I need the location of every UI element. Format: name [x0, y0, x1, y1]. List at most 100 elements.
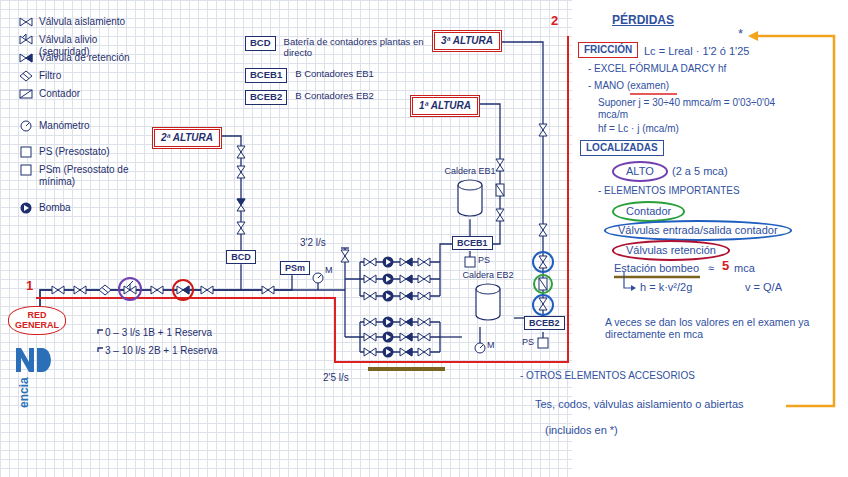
- pipe-connector: [514, 317, 524, 318]
- node-heading: PSm: [285, 263, 305, 273]
- highlight-circle: [534, 275, 552, 293]
- legend-symbol-shape: [20, 90, 32, 98]
- node-heading: Caldera EB2: [462, 270, 514, 280]
- node-heading: Válvulas retención: [626, 244, 716, 256]
- hook-arrowhead: [631, 285, 636, 291]
- pump-rule: 0 – 3 l/s 1B + 1 Reserva: [105, 327, 212, 339]
- note: (2 a 5 mca): [672, 165, 728, 178]
- pump-station-bar: [368, 367, 445, 371]
- unit: mca: [734, 262, 755, 275]
- value: 5: [722, 259, 729, 274]
- node-heading: BCD: [231, 252, 251, 262]
- hook-arrow: [624, 272, 634, 288]
- note-box: LOCALIZADAS: [580, 140, 664, 156]
- meter-bank-box: BCEB1: [452, 236, 493, 250]
- node-heading: Válvulas entrada/salida contador: [618, 224, 778, 236]
- node-heading: BCEB1: [457, 238, 488, 248]
- formula: v = Q/A: [745, 281, 782, 294]
- legend-symbol: [18, 52, 34, 64]
- legend-entry: Contador: [18, 88, 80, 100]
- network-cloud: RED GENERAL: [8, 306, 66, 335]
- pressure-switch-tag: PS: [522, 337, 534, 347]
- formula: hf = Lc · j (mca/m): [598, 123, 679, 135]
- note: Tes, codos, válvulas aislamiento o abier…: [535, 398, 744, 411]
- legend-symbol: [18, 202, 34, 214]
- pressure-switch-box: PSm: [280, 261, 310, 275]
- tank-body: [458, 180, 482, 216]
- section-heading: PÉRDIDAS: [612, 14, 674, 28]
- note: A veces se dan los valores en el examen …: [605, 316, 820, 340]
- tank-outline: [455, 177, 485, 219]
- tank-outline: [473, 281, 503, 323]
- legend-symbol-shape: [20, 18, 32, 26]
- abbreviation-entry: BCEB1B Contadores EB1: [245, 68, 435, 83]
- legend-text: PS (Presostato): [39, 146, 110, 158]
- logo-mark: [16, 348, 34, 372]
- formula: h = k·v²/2g: [640, 281, 692, 294]
- legend-entry: Filtro: [18, 70, 61, 82]
- legend-symbol-shape: [21, 121, 31, 131]
- note: ≈: [708, 262, 714, 275]
- legend-entry: PS (Presostato): [18, 146, 110, 158]
- legend-text: Bomba: [39, 202, 71, 214]
- abbreviation-entry: BCD Batería de contadores plantas en dire…: [245, 36, 424, 59]
- node-heading: 3ª ALTURA: [441, 35, 493, 46]
- node-heading: BCEB2: [529, 318, 560, 328]
- legend-symbol-shape: [20, 34, 32, 44]
- flow-rate: 3'2 l/s: [300, 237, 326, 249]
- pressure-switch-tag: PS: [478, 255, 490, 265]
- legend-entry: Válvula de retención: [18, 52, 130, 64]
- boiler-tank: Caldera EB1: [444, 166, 496, 219]
- legend-symbol: [18, 88, 34, 100]
- legend-text: Contador: [39, 88, 80, 100]
- pump-rule: 3 – 10 l/s 2B + 1 Reserva: [105, 345, 218, 357]
- node-description: B Contadores EB2: [295, 90, 435, 102]
- node-heading: Contador: [626, 205, 671, 217]
- note: - MANO (examen): [588, 80, 669, 92]
- legend-symbol-shape: [21, 203, 32, 214]
- reference-arrow: [756, 36, 834, 406]
- node-heading: BCEB2: [245, 90, 287, 105]
- legend-text: Válvula aislamiento: [39, 16, 125, 28]
- loss-path-line: [36, 36, 568, 362]
- node-description: Batería de contadores plantas en directo: [284, 36, 424, 59]
- legend-symbol: [18, 146, 34, 158]
- note: - ELEMENTOS IMPORTANTES: [598, 185, 740, 197]
- highlight-circle: [533, 295, 553, 315]
- formula: Lc = Lreal · 1'2 ó 1'25: [644, 45, 749, 58]
- legend-text: Manómetro: [39, 120, 90, 132]
- abbreviation-entry: BCEB2 B Contadores EB2: [245, 90, 435, 105]
- note: (incluidos en *): [545, 424, 618, 437]
- flow-rate: 2'5 l/s: [323, 372, 349, 384]
- legend-symbol: [18, 164, 34, 176]
- tank-body: [476, 284, 500, 320]
- highlight-circle: [533, 252, 553, 272]
- legend-text: PSm (Presostato de mínima): [39, 164, 149, 187]
- highlight-circle: [173, 280, 193, 300]
- legend-symbol: [18, 16, 34, 28]
- highlight-oval: ALTO: [612, 161, 668, 182]
- red-underline: [630, 93, 677, 95]
- legend-symbol: [18, 120, 34, 132]
- note: Estación bombeo: [614, 262, 699, 275]
- pipe-connector: [40, 264, 241, 306]
- pipe-connector: [469, 219, 470, 236]
- highlight-oval: Válvulas retención: [612, 240, 730, 261]
- node-heading: 2ª ALTURA: [161, 132, 213, 143]
- legend-entry: Válvula aislamiento: [18, 16, 125, 28]
- highlight-circle: [119, 278, 141, 300]
- legend-symbol-shape: [21, 147, 31, 157]
- note: - OTROS ELEMENTOS ACCESORIOS: [520, 370, 695, 382]
- callout-number: 1: [26, 279, 33, 294]
- tank-rim: [458, 185, 482, 190]
- legend-text: Filtro: [39, 70, 61, 82]
- highlight-oval: Contador: [612, 201, 685, 222]
- node-heading: Caldera EB1: [444, 166, 496, 176]
- legend-entry: Manómetro: [18, 120, 90, 132]
- footnote-mark: *: [738, 27, 743, 42]
- tank-rim: [476, 289, 500, 294]
- legend-entry: Bomba: [18, 202, 71, 214]
- node-heading: BCD: [245, 36, 276, 51]
- logo-mark: [37, 348, 51, 372]
